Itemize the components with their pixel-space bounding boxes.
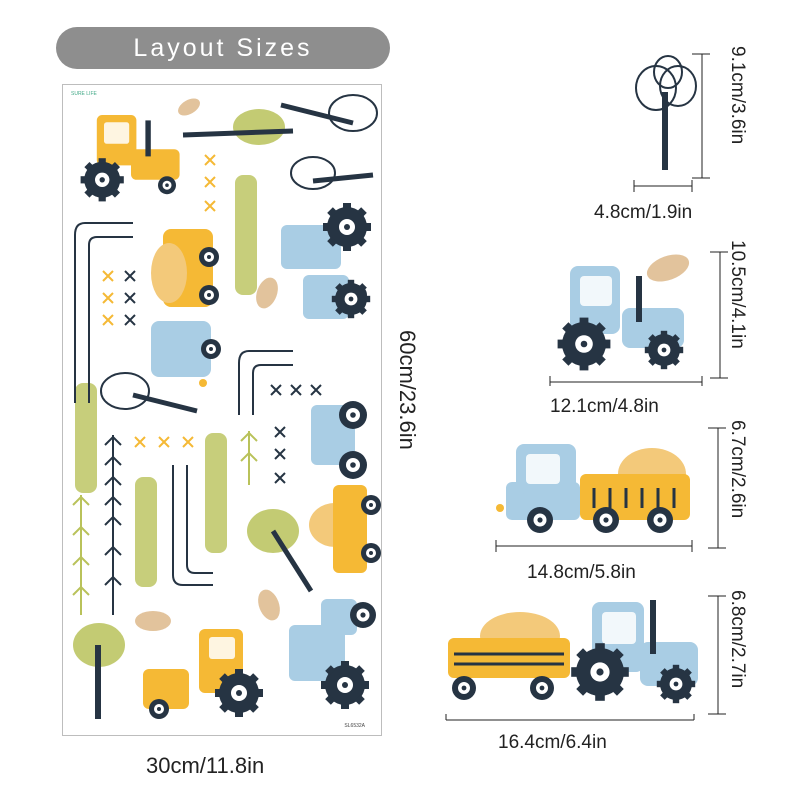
brand-logo: SURE LIFE [71,91,97,97]
blue-tractor-preview [557,254,690,371]
green-tree-sticker [182,109,294,145]
blue-cab-sticker [151,321,221,387]
dump-truck-height-label: 6.7cm/2.6in [727,420,748,519]
blue-tractor-dimension-lines [549,251,728,386]
yellow-dump-sticker [151,229,219,307]
tractor-trailer-preview [448,600,698,704]
sticker-sheet: SURE LIFE SL6532A [62,84,382,736]
tree-dimension-lines [633,53,710,192]
small-blue-tractor-sticker [311,401,367,479]
dump-truck-width-label: 14.8cm/5.8in [527,562,636,583]
sheet-height-label: 60cm/23.6in [395,330,420,450]
layout-sizes-title: Layout Sizes [56,27,390,69]
tractor-trailer-dimension-lines [445,595,726,721]
blue-tractor-height-label: 10.5cm/4.1in [727,240,748,349]
sheet-artwork [72,94,381,719]
dump-truck-preview [496,444,690,533]
yellow-tractor-sticker [80,115,180,202]
dump-truck-dimension-lines [495,427,726,552]
tree-height-label: 9.1cm/3.6in [727,46,748,145]
sheet-width-label: 30cm/11.8in [146,753,265,778]
yellow-trailer-sticker [309,485,381,573]
bottom-yellow-tractor-sticker [143,629,263,719]
sheet-code: SL6532A [344,723,365,729]
tree-sticker-preview [635,55,697,170]
tractor-trailer-height-label: 6.8cm/2.7in [727,590,748,689]
dark-tree-sticker [280,94,378,190]
blue-tractor-width-label: 12.1cm/4.8in [550,396,659,417]
bottom-blue-tractor-sticker [289,599,376,709]
blue-tractor-sticker [281,203,371,319]
tractor-trailer-width-label: 16.4cm/6.4in [498,732,607,753]
tree-width-label: 4.8cm/1.9in [594,202,693,223]
